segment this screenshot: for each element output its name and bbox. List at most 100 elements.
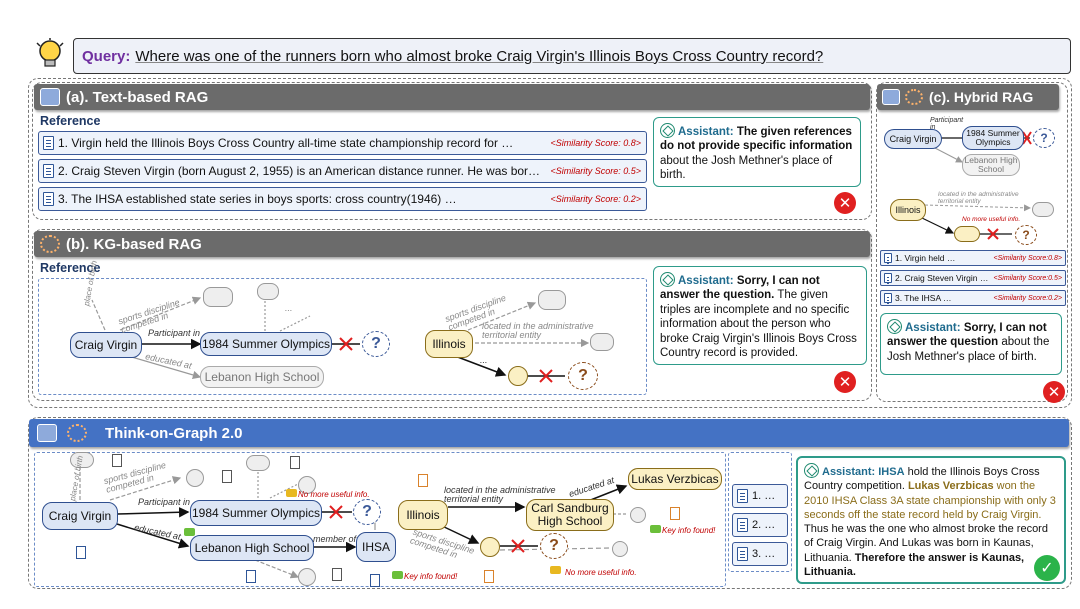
tog-node-craig: Craig Virgin (42, 502, 118, 530)
question-icon: ? (540, 533, 568, 559)
hybrid-ref-3: 3. The IHSA … <Similarity Score:0.2> (880, 290, 1066, 306)
kg-blank-node (538, 290, 566, 310)
tog-blank-node (612, 541, 628, 557)
web-search-icon (37, 424, 57, 442)
tog-doc-1: 1. … (732, 484, 788, 508)
tog-node-ihsa: IHSA (356, 532, 396, 562)
text-rag-reference-label: Reference (40, 114, 101, 128)
query-text: Where was one of the runners born who al… (135, 47, 824, 65)
tog-blank-node (70, 452, 94, 468)
kg-node-craig-virgin: Craig Virgin (70, 332, 142, 358)
comparison-frame (28, 78, 1072, 408)
kg-rag-reference-label: Reference (40, 261, 101, 275)
tog-blank-node (298, 476, 316, 494)
document-icon (43, 136, 54, 150)
kg-rag-title: (b). KG-based RAG (66, 235, 202, 253)
chatgpt-icon (660, 272, 675, 287)
tog-no-more-info: No more useful info. (298, 490, 370, 499)
question-icon: ? (362, 331, 390, 357)
kg-rag-graph-frame (38, 278, 647, 395)
question-icon: ? (568, 362, 598, 390)
tog-blank-node (630, 507, 646, 523)
hybrid-unknown-node (954, 226, 980, 242)
tog-docs-frame (728, 452, 792, 572)
tog-doc-3: 3. … (732, 542, 788, 566)
hybrid-edge-participant: Participant in (930, 117, 964, 131)
kg-blank-node (257, 283, 279, 300)
text-rag-ref-1: 1. Virgin held the Illinois Boys Cross C… (38, 131, 647, 155)
fail-icon: ✕ (834, 371, 856, 393)
tog-edge-participant: Participant in (138, 497, 191, 507)
tog-answer: Assistant: IHSA hold the Illinois Boys C… (796, 456, 1066, 584)
tog-key-info-found: Key info found! (404, 572, 458, 581)
kg-blank-node (590, 333, 614, 351)
document-icon (290, 456, 300, 469)
document-icon (737, 547, 748, 561)
edge-label-located-in: located in the administrative territoria… (482, 321, 594, 340)
tog-title: Think-on-Graph 2.0 (105, 424, 243, 442)
lightbulb-icon (34, 38, 66, 72)
web-search-icon (40, 88, 60, 106)
key-icon (184, 528, 195, 536)
document-icon (332, 568, 342, 581)
knowledge-graph-icon (67, 424, 87, 442)
document-icon (246, 570, 256, 583)
kg-node-lebanon: Lebanon High School (200, 366, 324, 388)
document-icon (884, 253, 892, 263)
key-icon (392, 571, 403, 579)
document-icon (884, 293, 892, 303)
tog-edge-member-of: member of (313, 534, 357, 544)
query-label: Query: (82, 47, 131, 65)
text-rag-frame (32, 82, 872, 220)
tog-blank-node (186, 469, 204, 487)
tog-node-olympics: 1984 Summer Olympics (190, 500, 322, 526)
document-icon (418, 474, 428, 487)
hybrid-ref-1: 1. Virgin held … <Similarity Score:0.8> (880, 250, 1066, 266)
text-rag-title: (a). Text-based RAG (66, 88, 209, 106)
kg-rag-header: (b). KG-based RAG (34, 231, 870, 257)
key-icon (286, 489, 297, 497)
edge-label-ellipsis: ... (285, 303, 293, 313)
hybrid-node-illinois: Illinois (890, 199, 926, 221)
edge-label-participant: Participant in (148, 328, 201, 338)
fail-icon: ✕ (1043, 381, 1065, 403)
text-rag-ref-2: 2. Craig Steven Virgin (born August 2, 1… (38, 159, 647, 183)
tog-node-lebanon: Lebanon High School (190, 535, 314, 561)
hybrid-no-more-info: No more useful info. (962, 216, 1021, 223)
document-icon (112, 454, 122, 467)
query-box: Query: Where was one of the runners born… (73, 38, 1071, 74)
tog-graph-frame (34, 452, 726, 587)
hybrid-rag-frame (876, 82, 1068, 402)
success-icon: ✓ (1034, 555, 1060, 581)
tog-blank-node (246, 455, 270, 471)
hybrid-rag-header: (c). Hybrid RAG (877, 84, 1059, 110)
document-icon (222, 470, 232, 483)
tog-header: Think-on-Graph 2.0 (29, 419, 1069, 447)
document-icon (670, 507, 680, 520)
kg-blank-node (203, 287, 233, 307)
tog-edge-located: located in the administrative territoria… (444, 485, 556, 504)
tog-node-lukas: Lukas Verzbicas (628, 468, 722, 490)
tog-unknown-node (480, 537, 500, 557)
tog-no-more-info: No more useful info. (565, 568, 637, 577)
document-icon (43, 164, 54, 178)
hybrid-node-lebanon: Lebanon High School (962, 154, 1020, 176)
document-icon (737, 518, 748, 532)
document-icon (43, 192, 54, 206)
hybrid-ref-2: 2. Craig Steven Virgin … <Similarity Sco… (880, 270, 1066, 286)
hybrid-node-olympics: 1984 Summer Olympics (962, 126, 1024, 150)
hybrid-blank-node (1032, 202, 1054, 217)
chatgpt-icon (804, 463, 819, 478)
text-rag-header: (a). Text-based RAG (34, 84, 870, 110)
chatgpt-icon (887, 319, 902, 334)
tog-frame (28, 417, 1072, 589)
tog-key-info-found: Key info found! (662, 526, 716, 535)
kg-rag-answer: Assistant: Sorry, I can not answer the q… (653, 266, 867, 365)
question-icon: ? (353, 499, 381, 525)
hybrid-edge-located: located in the administrative territoria… (938, 191, 1019, 205)
hybrid-rag-answer: Assistant: Sorry, I can not answer the q… (880, 313, 1062, 375)
document-icon (370, 574, 380, 587)
document-icon (737, 489, 748, 503)
knowledge-graph-icon (905, 89, 923, 105)
knowledge-graph-icon (40, 235, 60, 253)
